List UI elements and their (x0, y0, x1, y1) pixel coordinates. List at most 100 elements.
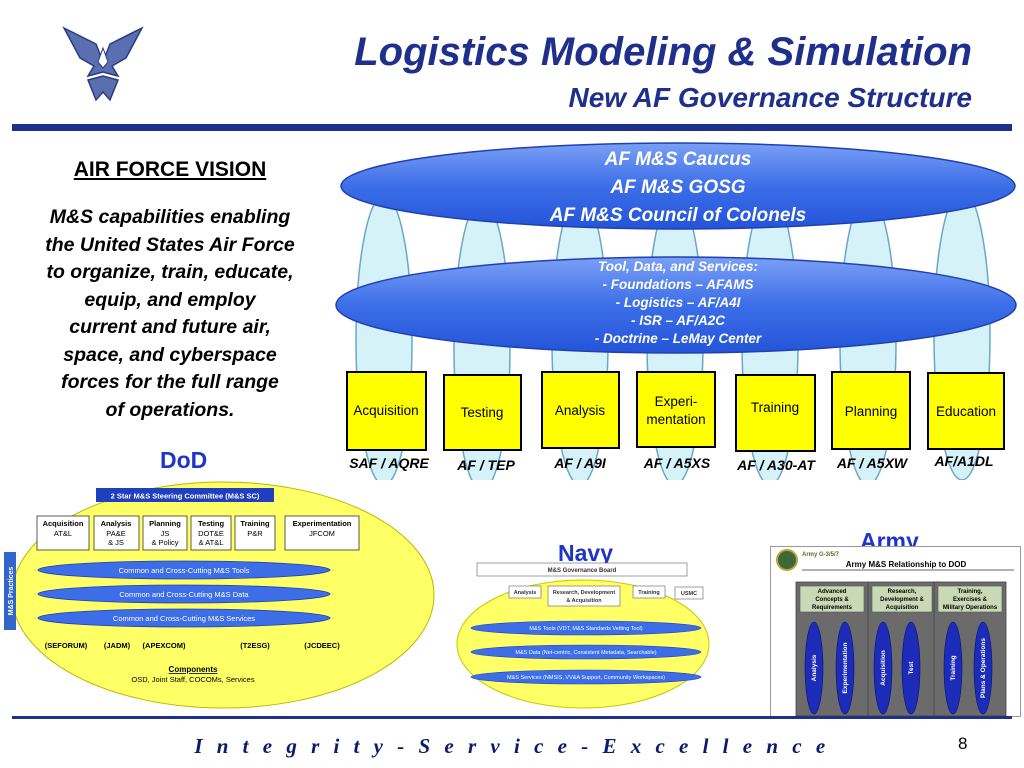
vision-statement: M&S capabilities enabling the United Sta… (20, 204, 320, 424)
steering-committee-text: 2 Star M&S Steering Committee (M&S SC) (111, 492, 260, 501)
function-box-analysis (541, 371, 620, 449)
function-box-planning (831, 371, 911, 450)
navy-box-label: & Acquisition (566, 598, 602, 604)
dod-box-line: & JS (108, 538, 124, 547)
office-label: AF/A1DL (933, 453, 993, 469)
function-label: Testing (461, 405, 504, 420)
vision-line: space, and cyberspace (63, 343, 277, 366)
function-label: Planning (845, 404, 898, 419)
forum-label: (JCDEEC) (304, 641, 340, 650)
function-label: mentation (646, 412, 705, 427)
governance-council-ellipse (340, 142, 1016, 230)
navy-box-label: Training (638, 590, 659, 596)
army-oval (901, 621, 921, 715)
footer-rule (12, 716, 1012, 719)
navy-box (508, 585, 542, 599)
office-label: AF / A30-AT (736, 457, 816, 473)
dod-box-title: Experimentation (293, 519, 352, 528)
dod-box (234, 515, 276, 551)
council-line: AF M&S GOSG (609, 177, 745, 198)
function-label: Training (751, 400, 799, 415)
army-column-header (937, 585, 1003, 613)
army-oval (835, 621, 855, 715)
army-column-header-text: Advanced (818, 589, 847, 595)
navy-box (674, 586, 704, 600)
dod-label: DoD (160, 447, 208, 473)
function-label: Analysis (555, 403, 606, 418)
dod-box-line: PA&E (106, 529, 125, 538)
army-seal-icon (776, 549, 798, 571)
vision-line: equip, and employ (84, 288, 256, 311)
function-label: Acquisition (353, 403, 418, 418)
function-box-training (735, 374, 816, 452)
navy-bar-text: M&S Tools (VDT, M&S Standards Vetting To… (529, 626, 642, 632)
vision-line: of operations. (105, 398, 235, 421)
navy-diagram: M&S Governance Board Analysis Research, … (456, 562, 710, 709)
footer-motto: I n t e g r i t y - S e r v i c e - E x … (194, 734, 830, 758)
office-label: AF / A5XS (643, 455, 711, 471)
af-governance-diagram: AF M&S Caucus AF M&S GOSG AF M&S Council… (335, 142, 1017, 480)
army-column-header (871, 585, 933, 613)
dod-bar (37, 584, 331, 604)
page-number: 8 (958, 734, 968, 753)
header-rule (12, 124, 1012, 131)
army-oval-label: Experimentation (842, 643, 849, 694)
navy-board-box (476, 562, 688, 577)
office-label: AF / A9I (553, 455, 607, 471)
navy-bar (470, 620, 702, 636)
navy-board-text: M&S Governance Board (548, 568, 617, 574)
dod-box (93, 515, 140, 551)
dod-box-line: P&R (247, 529, 263, 538)
components-text: OSD, Joint Staff, COCOMs, Services (131, 675, 254, 684)
function-label: Experi- (655, 394, 698, 409)
army-column-header-text: Exercises & (953, 597, 988, 603)
function-box-experimentation (636, 371, 716, 448)
army-column-header-text: Research, (888, 589, 917, 595)
practices-side-tab (4, 552, 16, 630)
navy-box (547, 585, 621, 607)
dod-bar-text: Common and Cross-Cutting M&S Services (113, 614, 255, 623)
army-oval (804, 621, 824, 715)
dod-box-title: Planning (149, 519, 181, 528)
dod-box-title: Testing (198, 519, 225, 528)
army-column-header-text: Training, (957, 589, 982, 595)
steering-committee-banner (96, 488, 274, 502)
army-oval-label: Analysis (811, 654, 818, 681)
army-org-label: Army G-3/5/7 (802, 552, 840, 558)
forum-label: (T2ESG) (240, 641, 270, 650)
dod-box-line: JFCOM (309, 529, 335, 538)
function-box-acquisition (346, 371, 427, 451)
dod-box-line: & AT&L (199, 538, 224, 547)
army-column-header-text: Development & (880, 597, 924, 603)
tools-line: Tool, Data, and Services: (598, 259, 758, 274)
council-line: AF M&S Council of Colonels (549, 205, 807, 226)
air-force-logo (62, 26, 144, 102)
dod-box-line: & Policy (151, 538, 178, 547)
forum-label: (SEFORUM) (45, 641, 88, 650)
navy-bar (470, 644, 702, 660)
navy-bar-text: M&S Services (NMSIS, VV&A Support, Commu… (507, 675, 665, 681)
practices-side-label: M&S Practices (8, 567, 15, 616)
tools-line: - Logistics – AF/A4I (616, 295, 741, 310)
tools-line: - Foundations – AFAMS (603, 277, 754, 292)
tools-data-services-ellipse (335, 256, 1017, 354)
dod-box (142, 515, 188, 551)
navy-bar-text: M&S Data (Net-centric, Consistent Metada… (515, 650, 656, 656)
army-column-header-text: Acquisition (886, 605, 919, 611)
navy-box-label: USMC (681, 591, 697, 597)
vision-line: M&S capabilities enabling (49, 206, 291, 228)
vision-line: the United States Air Force (45, 233, 295, 256)
army-oval-label: Plans & Operations (980, 638, 987, 698)
navy-box-label: Analysis (514, 590, 537, 596)
forum-label: (APEXCOM) (143, 641, 186, 650)
forum-label: (JADM) (104, 641, 131, 650)
navy-box-label: Research, Development (553, 590, 616, 596)
council-line: AF M&S Caucus (604, 149, 752, 170)
tools-line: - ISR – AF/A2C (631, 313, 725, 328)
dod-box-title: Analysis (101, 519, 132, 528)
dod-bar-text: Common and Cross-Cutting M&S Tools (119, 566, 250, 575)
army-oval (873, 621, 893, 715)
army-column-header-text: Concepts & (815, 597, 849, 603)
dod-box-line: DOT&E (198, 529, 224, 538)
tools-line: - Doctrine – LeMay Center (595, 331, 762, 346)
